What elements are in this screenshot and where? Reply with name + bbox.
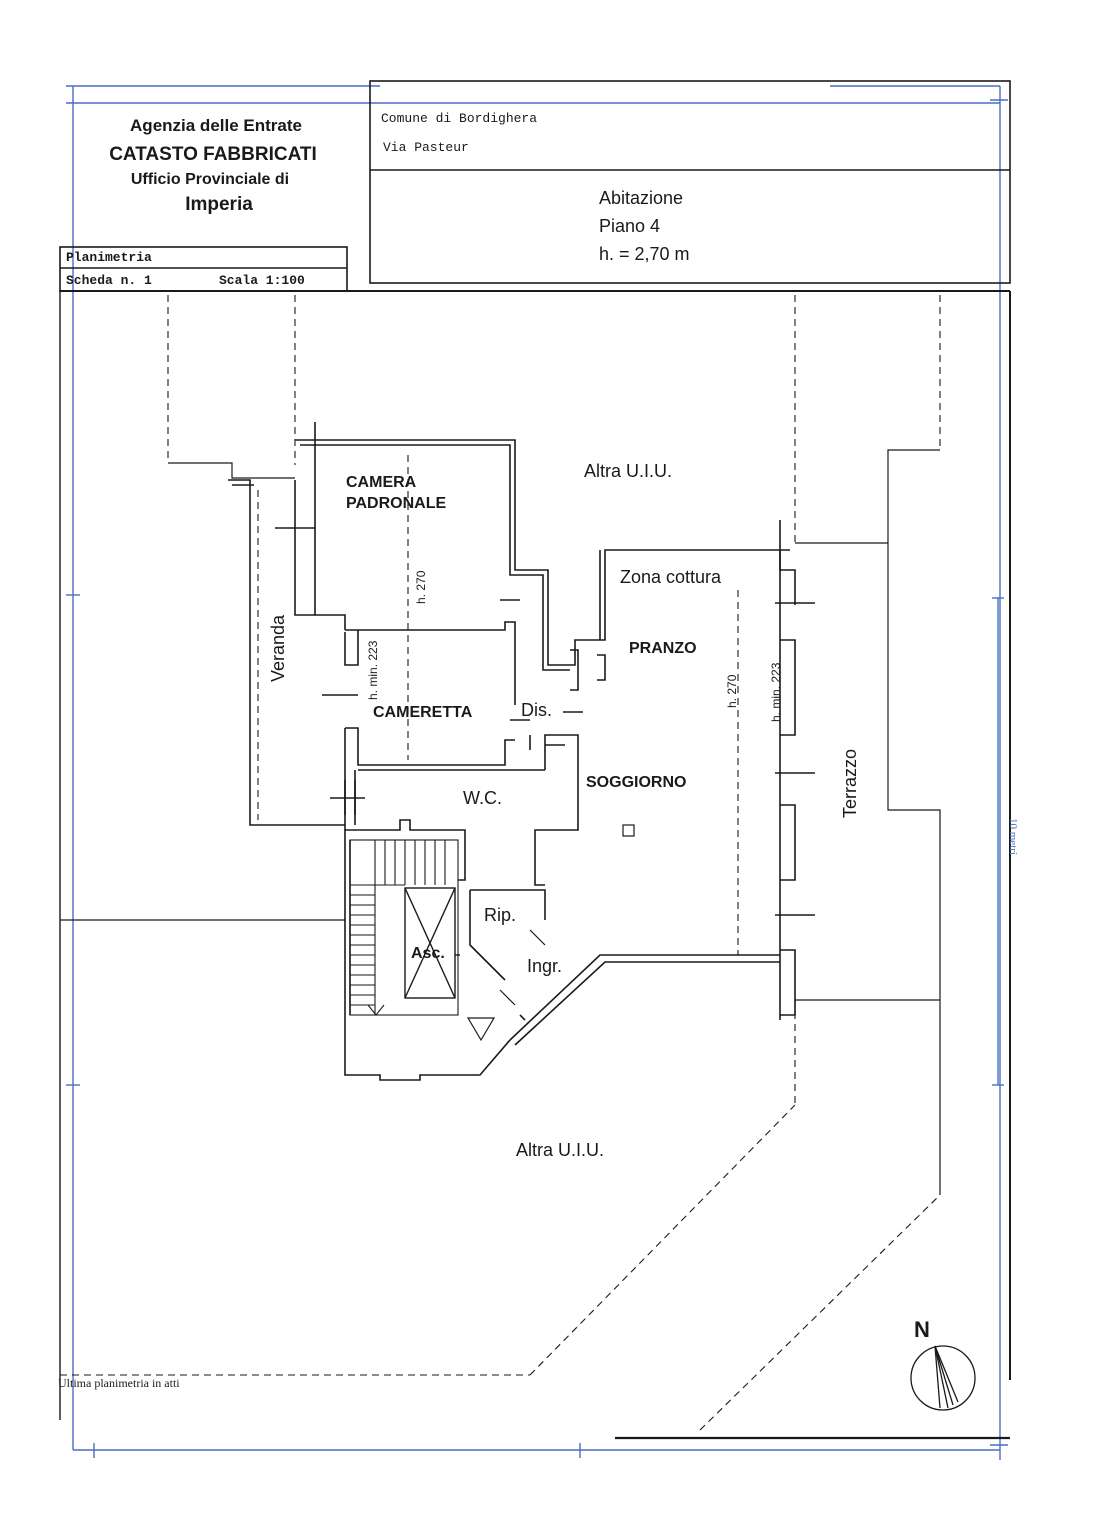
room-camera-line2: PADRONALE — [346, 495, 446, 512]
room-cameretta: CAMERETTA — [373, 704, 473, 721]
unit-type: Abitazione — [599, 188, 683, 208]
scheda-box: Planimetria Scheda n. 1 Scala 1:100 — [66, 250, 305, 288]
footer-note: Ultima planimetria in atti — [58, 1376, 180, 1390]
ufficio-label: Ufficio Provinciale di — [131, 171, 289, 188]
scale-bar-label: 10 metri — [1007, 818, 1019, 855]
room-veranda: Veranda — [268, 614, 288, 682]
height-min-soggiorno: h. min. 223 — [769, 662, 783, 722]
room-labels: CAMERA PADRONALE Altra U.I.U. Zona cottu… — [268, 461, 860, 1160]
room-pranzo: PRANZO — [629, 640, 697, 657]
via-label: Via Pasteur — [383, 140, 469, 155]
elevator-shaft — [404, 887, 460, 999]
header-block — [59, 80, 1011, 292]
scale-bar — [992, 597, 1004, 1086]
room-altra-top: Altra U.I.U. — [584, 461, 672, 481]
room-soggiorno: SOGGIORNO — [586, 774, 686, 791]
room-asc: Asc. — [411, 945, 445, 962]
scheda-number: Scheda n. 1 — [66, 273, 152, 288]
plan-frame — [59, 290, 1011, 1440]
comune-label: Comune di Bordighera — [381, 111, 537, 126]
room-dis: Dis. — [521, 700, 552, 720]
planimetria-label: Planimetria — [66, 250, 152, 265]
room-wc: W.C. — [463, 788, 502, 808]
north-label: N — [914, 1317, 930, 1342]
boundary-lines — [60, 295, 941, 1431]
room-altra-bottom: Altra U.I.U. — [516, 1140, 604, 1160]
header-right: Comune di Bordighera Via Pasteur Abitazi… — [381, 111, 690, 264]
neighbour-boundaries — [60, 449, 941, 1195]
provincia-name: Imperia — [185, 194, 253, 215]
plan-symbols — [466, 824, 635, 1042]
height-soggiorno: h. 270 — [725, 674, 739, 708]
room-rip: Rip. — [484, 905, 516, 925]
height-cameretta: h. min. 223 — [366, 640, 380, 700]
scale-label: Scala 1:100 — [219, 273, 305, 288]
height-labels: h. 270 h. min. 223 h. 270 h. min. 223 — [366, 570, 783, 722]
sheet-frame — [66, 85, 1008, 1460]
height-camera: h. 270 — [414, 570, 428, 604]
header-left: Agenzia delle Entrate CATASTO FABBRICATI… — [109, 116, 317, 215]
room-camera-line1: CAMERA — [346, 474, 417, 491]
room-terrazzo: Terrazzo — [840, 749, 860, 818]
room-zona-cottura: Zona cottura — [620, 567, 722, 587]
north-arrow-icon — [910, 1345, 976, 1411]
apartment-walls — [228, 422, 815, 1081]
catasto-title: CATASTO FABBRICATI — [109, 144, 317, 165]
staircase — [349, 839, 459, 1016]
agency-name: Agenzia delle Entrate — [130, 116, 302, 135]
height-label: h. = 2,70 m — [599, 244, 690, 264]
room-ingr: Ingr. — [527, 956, 562, 976]
floor-label: Piano 4 — [599, 216, 660, 236]
